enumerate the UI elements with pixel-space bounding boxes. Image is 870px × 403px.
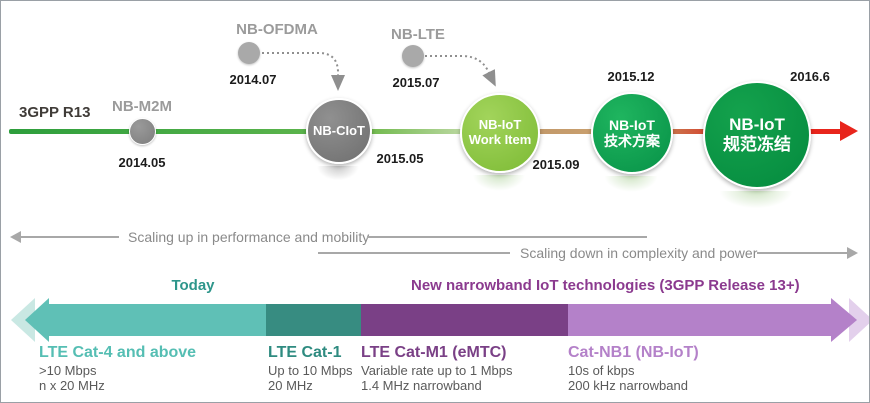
scaling-up-arrowhead-icon (10, 231, 21, 243)
timeline-end-arrow-shaft (807, 129, 841, 134)
milestone-date-nb-m2m: 2014.05 (118, 155, 166, 170)
right-pale-chevron-icon (849, 298, 869, 342)
category-title-lte-cat4: LTE Cat-4 and above (39, 344, 197, 361)
category-spec: 200 kHz narrowband (568, 378, 688, 393)
milestone-node-nb-ofdma (238, 42, 260, 64)
timeline-end-arrow-icon (840, 121, 858, 141)
reflection-nb-tech (594, 176, 668, 198)
circle-label-line2: 规范冻结 (723, 135, 791, 154)
milestone-circle-nb-ciot: NB-CIoT (306, 98, 372, 164)
category-spec: >10 Mbps (39, 363, 97, 378)
milestone-date-nb-freeze: 2016.6 (790, 69, 830, 84)
milestone-date-nb-lte: 2015.07 (392, 75, 440, 90)
category-spec: n x 20 MHz (39, 378, 105, 393)
milestone-date-nb-tech: 2015.12 (607, 69, 655, 84)
segment-lte-cat1 (266, 304, 361, 336)
milestone-circle-nb-tech: NB-IoT 技术方案 (591, 92, 673, 174)
new-tech-label: New narrowband IoT technologies (3GPP Re… (411, 277, 800, 294)
left-arrowhead-icon (25, 298, 49, 342)
timeline-segment-tan (535, 129, 595, 134)
category-band-arrow (11, 298, 869, 342)
scaling-down-label: Scaling down in complexity and power (520, 245, 758, 261)
milestone-date-nb-work-item: 2015.09 (532, 157, 580, 172)
timeline-segment-green (9, 129, 311, 134)
today-label: Today (171, 277, 215, 294)
milestone-label-nb-lte: NB-LTE (391, 26, 445, 43)
segment-lte-catm1 (361, 304, 568, 336)
reflection-nb-ciot (309, 166, 367, 186)
category-spec: 20 MHz (268, 378, 313, 393)
circle-label-line2: Work Item (468, 132, 532, 147)
category-spec: Variable rate up to 1 Mbps (361, 363, 513, 378)
scaling-up-label: Scaling up in performance and mobility (128, 229, 370, 245)
timeline-segment-light-green (367, 129, 465, 134)
scaling-up-line-left (21, 236, 119, 238)
category-title-lte-cat1: LTE Cat-1 (268, 344, 342, 361)
segment-cat-nb1 (568, 304, 831, 336)
category-title-cat-nb1: Cat-NB1 (NB-IoT) (568, 344, 699, 361)
circle-label-line2: 技术方案 (604, 133, 660, 149)
scaling-up-line-right (367, 236, 647, 238)
milestone-node-nb-m2m (129, 118, 156, 145)
milestone-label-nb-ofdma: NB-OFDMA (236, 21, 318, 38)
category-spec: 10s of kbps (568, 363, 635, 378)
circle-label-line1: NB-IoT (478, 117, 522, 133)
milestone-circle-nb-freeze: NB-IoT 规范冻结 (703, 81, 811, 189)
circle-label-line1: NB-IoT (729, 115, 785, 135)
category-title-lte-catm1: LTE Cat-M1 (eMTC) (361, 344, 507, 361)
circle-label: NB-CIoT (313, 122, 365, 138)
category-spec: 1.4 MHz narrowband (361, 378, 482, 393)
scaling-down-line-left (318, 252, 510, 254)
reflection-nb-work-item (463, 175, 535, 197)
track-label: 3GPP R13 (19, 104, 91, 121)
left-pale-chevron-icon (11, 298, 35, 342)
circle-label-line1: NB-IoT (609, 116, 655, 133)
milestone-date-nb-ofdma: 2014.07 (229, 72, 277, 87)
right-arrowhead-icon (831, 298, 857, 342)
scaling-down-line-right (757, 252, 847, 254)
segment-lte-cat4 (45, 304, 266, 336)
scaling-down-arrowhead-icon (847, 247, 858, 259)
milestone-label-nb-m2m: NB-M2M (112, 98, 172, 115)
milestone-node-nb-lte (402, 45, 424, 67)
reflection-nb-freeze (705, 191, 807, 215)
category-spec: Up to 10 Mbps (268, 363, 353, 378)
milestone-circle-nb-work-item: NB-IoT Work Item (460, 93, 540, 173)
timeline-segment-red (667, 129, 707, 134)
milestone-date-nb-ciot: 2015.05 (376, 151, 424, 166)
